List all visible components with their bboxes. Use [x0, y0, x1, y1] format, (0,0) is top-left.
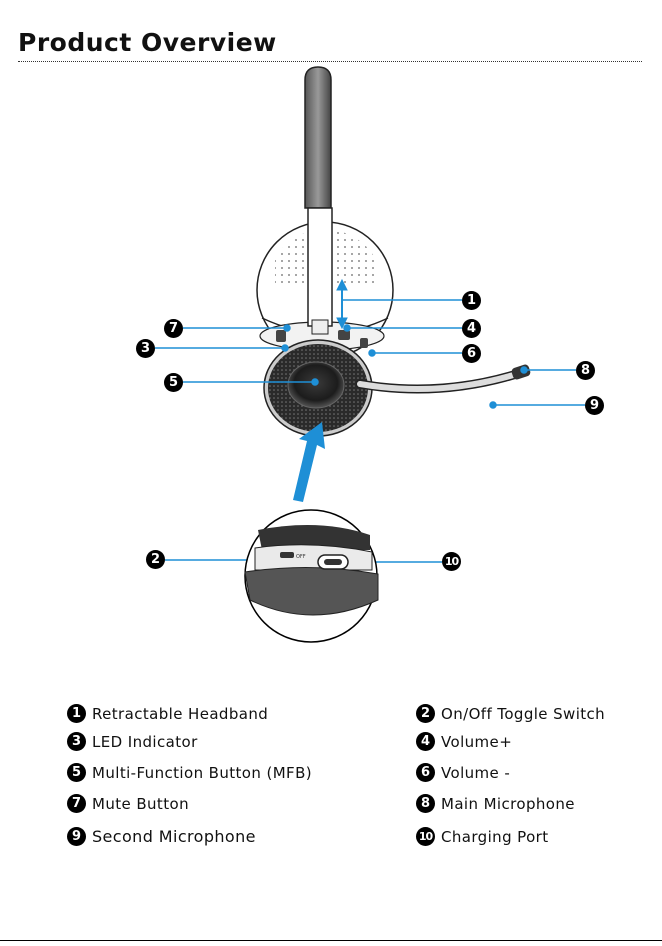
legend-item-10: 10 Charging Port	[416, 827, 549, 846]
headband	[305, 67, 332, 334]
callout-1: 1	[462, 291, 481, 310]
zoom-detail: OFF	[245, 510, 378, 642]
callout-9: 9	[585, 396, 604, 415]
legend-label: Mute Button	[92, 795, 189, 813]
legend-label: Volume -	[441, 764, 510, 782]
legend-label: Main Microphone	[441, 795, 575, 813]
callout-8: 8	[576, 361, 595, 380]
legend-badge: 8	[416, 794, 435, 813]
legend-item-5: 5 Multi-Function Button (MFB)	[67, 763, 312, 782]
callout-7: 7	[164, 319, 183, 338]
callout-6: 6	[462, 344, 481, 363]
callout-10: 10	[442, 552, 461, 571]
legend-item-9: 9 Second Microphone	[67, 827, 256, 846]
legend-label: Second Microphone	[92, 827, 256, 846]
page-bottom-rule	[0, 940, 662, 941]
legend-label: Charging Port	[441, 828, 549, 846]
legend-badge: 6	[416, 763, 435, 782]
legend-badge: 3	[67, 732, 86, 751]
legend-label: Retractable Headband	[92, 705, 268, 723]
legend-label: Volume+	[441, 733, 512, 751]
ear-pad	[264, 340, 372, 436]
legend-badge: 1	[67, 704, 86, 723]
legend-item-7: 7 Mute Button	[67, 794, 189, 813]
legend-badge: 2	[416, 704, 435, 723]
switch-off-mark: OFF	[296, 554, 306, 560]
zoom-arrow	[293, 422, 325, 502]
boom-microphone	[360, 364, 531, 390]
legend-badge: 7	[67, 794, 86, 813]
legend-item-2: 2 On/Off Toggle Switch	[416, 704, 605, 723]
legend-badge: 5	[67, 763, 86, 782]
callout-4: 4	[462, 319, 481, 338]
legend-badge: 4	[416, 732, 435, 751]
legend-item-4: 4 Volume+	[416, 732, 512, 751]
callout-2: 2	[146, 550, 165, 569]
legend-item-8: 8 Main Microphone	[416, 794, 575, 813]
legend-item-1: 1 Retractable Headband	[67, 704, 268, 723]
legend-label: Multi-Function Button (MFB)	[92, 764, 312, 782]
callout-3: 3	[136, 339, 155, 358]
legend-label: On/Off Toggle Switch	[441, 705, 605, 723]
legend-badge: 10	[416, 827, 435, 846]
callout-5: 5	[164, 373, 183, 392]
legend-item-3: 3 LED Indicator	[67, 732, 198, 751]
legend-badge: 9	[67, 827, 86, 846]
legend-item-6: 6 Volume -	[416, 763, 510, 782]
legend-label: LED Indicator	[92, 733, 198, 751]
